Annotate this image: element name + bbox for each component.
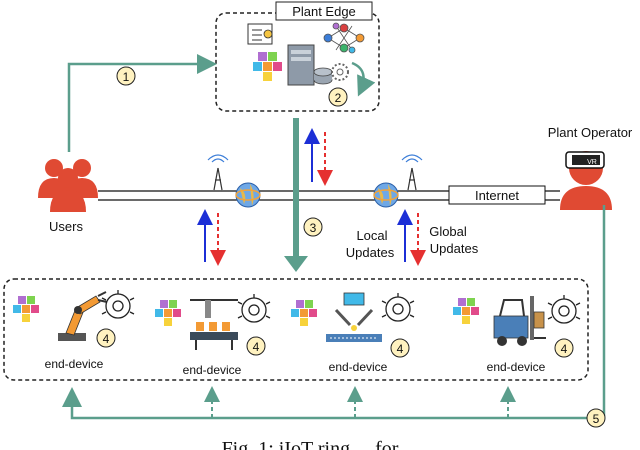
end-devices-box [3,278,589,381]
forklift-icon [493,296,546,346]
plant-edge-label: Plant Edge [292,4,356,19]
figure-caption: Fig. 1: iIoT ring ... for ... [222,438,419,450]
step-4-label: 4 [103,332,110,346]
end-device-label: end-device [183,363,242,377]
cube-cluster-icon [155,300,181,326]
users-label: Users [49,219,83,234]
brain-gear-icon [237,294,271,323]
step-4-marker [96,328,116,348]
global-updates-label-1: Global [429,224,467,239]
antenna-icon [401,154,423,191]
robot-arm-icon [58,291,108,341]
edge-dashboard-icon [247,23,273,45]
step-1-label: 1 [123,70,130,84]
local-updates-label-1: Local [356,228,387,243]
step-2-label: 2 [335,91,342,105]
brain-gear-icon [101,290,135,319]
operator-feedback-line [62,205,606,420]
edge-loop-arrow [351,61,376,97]
step-4-label: 4 [253,340,260,354]
step-2-marker [328,87,348,107]
edge-to-devices-arrow-head [284,256,308,272]
vr-headset-icon: VR [560,151,612,210]
gear-icon [331,63,349,81]
users-icon [38,159,98,212]
globe-icon [235,182,261,208]
internet-box [448,185,546,205]
cube-cluster-icon [291,300,317,326]
brain-gear-icon [381,293,415,322]
vr-badge-label: VR [587,159,597,166]
antenna-icon [207,154,229,191]
cube-cluster-icon [453,298,479,324]
globe-icon [373,182,399,208]
neural-network-icon [323,22,365,54]
welding-icon [326,292,382,342]
step-5-label: 5 [593,412,600,426]
step-4-marker [390,338,410,358]
conveyor-icon [190,299,238,350]
brain-gear-icon [547,295,581,324]
step-3-marker [303,217,323,237]
end-device-label: end-device [329,360,388,374]
step-5-marker [586,408,606,428]
cube-cluster-icon [253,52,282,81]
step-4-label: 4 [397,342,404,356]
plant-edge-label-box [275,1,373,21]
local-updates-label-2: Updates [346,245,395,260]
internet-label: Internet [475,188,519,203]
end-device-label: end-device [45,357,104,371]
step-4-marker [554,338,574,358]
step-1-marker [116,66,136,86]
plant-operator-label: Plant Operator [548,125,633,140]
step-4-marker [246,336,266,356]
users-to-edge-arrow [67,54,217,152]
step-4-label: 4 [561,342,568,356]
server-icon [287,44,333,86]
global-updates-label-2: Updates [430,241,479,256]
cube-cluster-icon [13,296,39,322]
end-device-label: end-device [487,360,546,374]
step-3-label: 3 [310,221,317,235]
